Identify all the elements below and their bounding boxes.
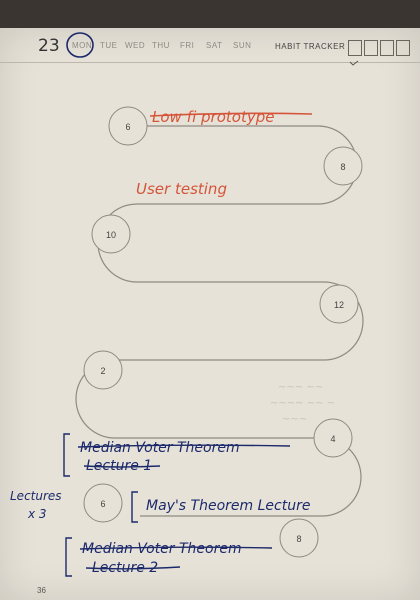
hour-circle-10am [91,214,131,254]
note-median-voter-2: Median Voter Theorem [82,541,242,557]
note-user-testing: User testing [136,180,227,198]
strike-low-fi [149,112,313,117]
day-tue: TUE [100,41,118,50]
day-thu: THU [152,41,170,50]
date-number: 23 [38,36,60,56]
hour-label-6am: 6 [125,122,130,132]
bleed-through-text: ~~~ ~~ ~~~~ ~~ ~ ~~~ [270,382,335,425]
day-wed: WED [125,41,146,50]
hour-circle-4pm [313,418,353,458]
note-median-voter-1: Median Voter Theorem [80,440,240,456]
page-number: 36 [37,586,46,595]
svg-text:~~~~ ~~ ~: ~~~~ ~~ ~ [270,398,335,409]
page-header [0,28,420,63]
habit-box-3 [380,40,394,56]
hour-circle-2pm [83,350,123,390]
hour-label-10am: 10 [106,230,116,240]
note-lecture-1: Lecture 1 [86,458,152,474]
hour-circles [83,106,363,558]
day-fri: FRI [180,41,195,50]
hour-label-6pm: 6 [100,499,105,509]
note-lecture-2: Lecture 2 [92,560,158,576]
habit-box-4 [396,40,410,56]
note-mays-theorem: May's Theorem Lecture [146,498,310,514]
note-times-three: x 3 [27,507,47,521]
hour-circle-8am [323,146,363,186]
hour-label-8am: 8 [340,162,345,172]
habit-box-2 [364,40,378,56]
habit-box-1 [348,40,362,56]
blue-ink-marks [63,433,291,577]
check-mark-icon [349,60,359,66]
hour-label-12pm: 12 [334,300,344,310]
hour-label-8pm: 8 [296,534,301,544]
hour-circle-6am [108,106,148,146]
note-lectures: Lectures [10,489,62,503]
habit-tracker-label: HABIT TRACKER [275,42,346,51]
selected-day-circle [66,32,94,58]
hour-circle-12pm [319,284,359,324]
hour-label-2pm: 2 [100,366,105,376]
note-low-fi-prototype: Low fi prototype [152,108,274,126]
hour-label-4pm: 4 [330,434,335,444]
svg-text:~~~ ~~: ~~~ ~~ [278,382,323,393]
svg-text:~~~: ~~~ [282,414,307,425]
day-sat: SAT [206,41,223,50]
day-mon: MON [72,41,93,50]
hour-circle-8pm [279,518,319,558]
hour-circle-6pm [83,483,123,523]
day-sun: SUN [233,41,252,50]
